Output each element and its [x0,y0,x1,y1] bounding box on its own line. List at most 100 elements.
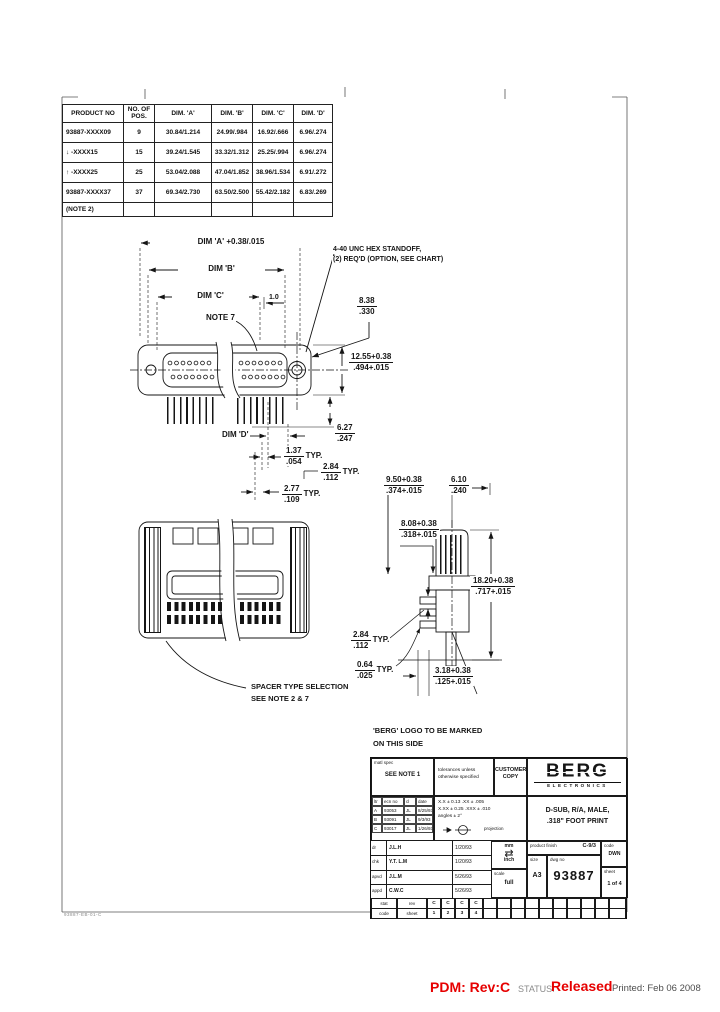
col-dim-b: DIM. 'B' [211,104,253,123]
strip-value: 2 [441,908,455,919]
dim-in: .125+.015 [435,676,471,686]
cell: ↑ -XXXX25 [62,161,124,183]
signoff-role: appd [371,883,387,898]
dim-mm: 2.84 [351,630,371,641]
code-value: DWN [608,851,621,858]
table-note-row: (NOTE 2) [62,202,333,217]
sheet-label: sheet [604,869,616,874]
dwg-no-cell: dwg no 93887 [547,855,601,898]
dim-318: 3.18+0.38.125+.015 [432,666,474,687]
dim-064: 0.64.025 TYP. [354,660,395,681]
title-block: matl spec SEE NOTE 1 tolerances unless o… [370,757,628,919]
signoff-row-dr: dr J.L.H 1/20/93 [371,841,491,857]
typ-suffix: TYP. [305,451,323,461]
dim-137: 1.37.054 TYP. [283,446,324,467]
tolerances-line2: otherwise specified [438,775,479,781]
rev-c: 8/25/93 [416,806,433,815]
strip-label: sheet [397,908,427,919]
cell: 9 [123,121,155,143]
dim-mm: 2.84 [321,462,341,473]
sheet-border [61,87,628,913]
front-view-right-pin-legs [237,397,286,424]
rev-h: ltr [372,797,382,806]
cell: 6.83/.269 [293,181,333,203]
table-row: 93887-XXXX37 37 69.34/2.730 63.50/2.500 … [62,181,333,203]
dim-in: .330 [359,306,375,316]
status-value: Released [551,978,613,994]
scale-cell: scale full [491,869,527,898]
dim-b-label: DIM 'B' [178,264,265,274]
rev-h: ecn no [382,797,404,806]
cell: 6.91/.272 [293,161,333,183]
table-row: ↑ -XXXX25 25 53.04/2.088 47.04/1.852 38.… [62,161,333,183]
dim-284-side: 2.84.112 TYP. [350,630,391,651]
rear-view-left-spacer-hatch [144,527,161,633]
matl-spec-label: matl spec [374,760,394,765]
cell: 24.99/.984 [211,121,253,143]
signoff-row-appd: appd C.W.C 5/26/93 [371,883,491,899]
dim-mm: 0.64 [355,660,375,671]
matl-spec-cell: matl spec SEE NOTE 1 [371,758,434,796]
dim-808: 8.08+0.38.318+.015 [398,519,440,540]
table-row: ↓ -XXXX15 15 39.24/1.545 33.32/1.312 25.… [62,141,333,163]
cell: 47.04/1.852 [211,161,253,183]
signoff-date: 5/26/93 [455,887,472,894]
rev-c: 93017 [382,824,404,833]
dim-in: .025 [357,670,373,680]
rev-c: B [372,815,382,824]
pdm-rev-text: PDM: Rev:C [430,979,511,995]
tol-detail-1: X.X ± 0.13 .XX ± .005 [438,800,485,805]
front-view-left-pin-legs [167,397,216,424]
size-cell: size A3 [527,855,547,898]
cell: 55.42/2.182 [252,181,294,203]
berg-logo-note-line2: ON THIS SIDE [372,739,425,748]
product-finish-cell: product finish C-9/3 [527,841,601,855]
standoff-note-line1: 4-40 UNC HEX STANDOFF, [332,246,423,255]
cell: 15 [123,141,155,163]
cell: 37 [123,181,155,203]
signoff-date: 5/26/93 [455,873,472,880]
dim-mm: 8.08+0.38 [399,519,439,530]
drawing-title-line1: D-SUB, R/A, MALE, [545,807,610,814]
sheet-value: 1 of 4 [607,881,622,888]
scale-label: scale [494,871,505,876]
third-angle-projection-icon [443,824,471,835]
typ-suffix: TYP. [376,665,394,675]
cell: 25 [123,161,155,183]
signoff-row-chk: chk Y.T. L.M 1/20/93 [371,855,491,871]
dim-mm: 9.50+0.38 [384,475,424,486]
cell: 25.25/.994 [252,141,294,163]
dim-mm: 8.38 [357,296,377,307]
cell: 33.32/1.312 [211,141,253,163]
typ-suffix: TYP. [372,635,390,645]
tol-detail-3: angles ± 2° [438,814,463,820]
mm-inch-arrows-icon: ⇄ [504,847,514,860]
standoff-note-line2: (2) REQ'D (OPTION, SEE CHART) [332,256,445,265]
customer-line2: COPY [502,773,519,780]
signoff-name: Y.T. L.M [387,855,453,870]
col-dim-d: DIM. 'D' [293,104,333,123]
mm-label: mm [504,843,514,849]
rev-c: JL [404,824,416,833]
dim-838: 8.38.330 [356,296,378,317]
col-product-no: PRODUCT NO [62,104,124,123]
product-finish-value: C-9/3 [582,843,596,849]
tol-detail-2: X.XX ± 0.25 .XXX ± .010 [438,807,491,813]
rev-c: JL [404,815,416,824]
table-note: (NOTE 2) [62,202,124,217]
tolerances-line1: tolerances unless [438,768,476,773]
dim-a-label: DIM 'A' +0.38/.015 [150,237,312,247]
rev-c: 93053 [382,806,404,815]
tolerances-cell: tolerances unless otherwise specified [434,758,494,796]
inch-label: inch [503,857,515,864]
rev-c: 9/3/93 [416,815,433,824]
dim-1820: 18.20+0.38.717+.015 [470,576,517,597]
spacer-note-line1: SPACER TYPE SELECTION [250,682,350,691]
signoff-row-apvd: apvd J.L.M 5/26/93 [371,869,491,885]
dwg-no-label: dwg no [550,857,565,862]
dim-in: .112 [323,472,339,482]
code-label: code [604,843,614,848]
units-cell: mm ⇄ inch [491,841,527,869]
sheet-cell: sheet 1 of 4 [601,867,628,898]
